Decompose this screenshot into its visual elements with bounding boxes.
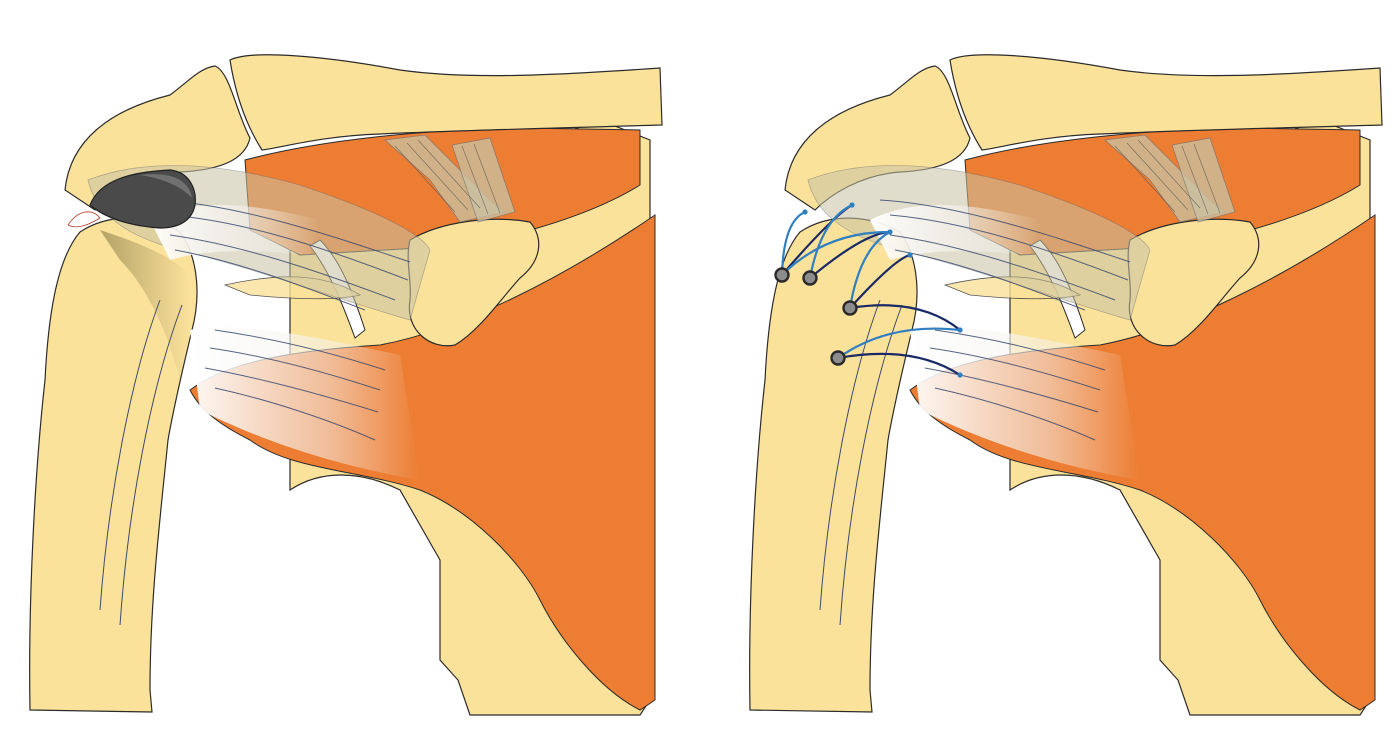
tear-edge — [67, 211, 101, 228]
suture-tip — [887, 229, 893, 235]
suture-line — [849, 253, 911, 309]
suture-tip — [802, 209, 808, 215]
suture-line — [837, 327, 961, 359]
lesion-highlight — [140, 174, 192, 198]
suture-anchor-icon — [830, 350, 846, 366]
suture-line — [780, 210, 806, 276]
suture-anchor-icon — [774, 267, 790, 283]
suture-line — [781, 230, 891, 276]
panel-left-tear — [29, 54, 663, 716]
suture-anchor-icon — [842, 300, 858, 316]
suture-line — [808, 204, 853, 279]
torn-tendon-icon — [89, 169, 196, 229]
suture-tip — [957, 327, 963, 333]
suture-group — [780, 202, 963, 378]
lesion-shade — [100, 230, 191, 380]
suture-tip — [849, 202, 855, 208]
suture-line — [849, 304, 961, 331]
suture-tip — [957, 372, 963, 378]
anchor-group — [774, 267, 858, 366]
suture-anchor-icon — [802, 270, 818, 286]
suture-line — [837, 352, 961, 376]
suture-line — [848, 231, 891, 309]
panel-right-repair — [749, 54, 1383, 716]
suture-tip — [907, 252, 913, 258]
